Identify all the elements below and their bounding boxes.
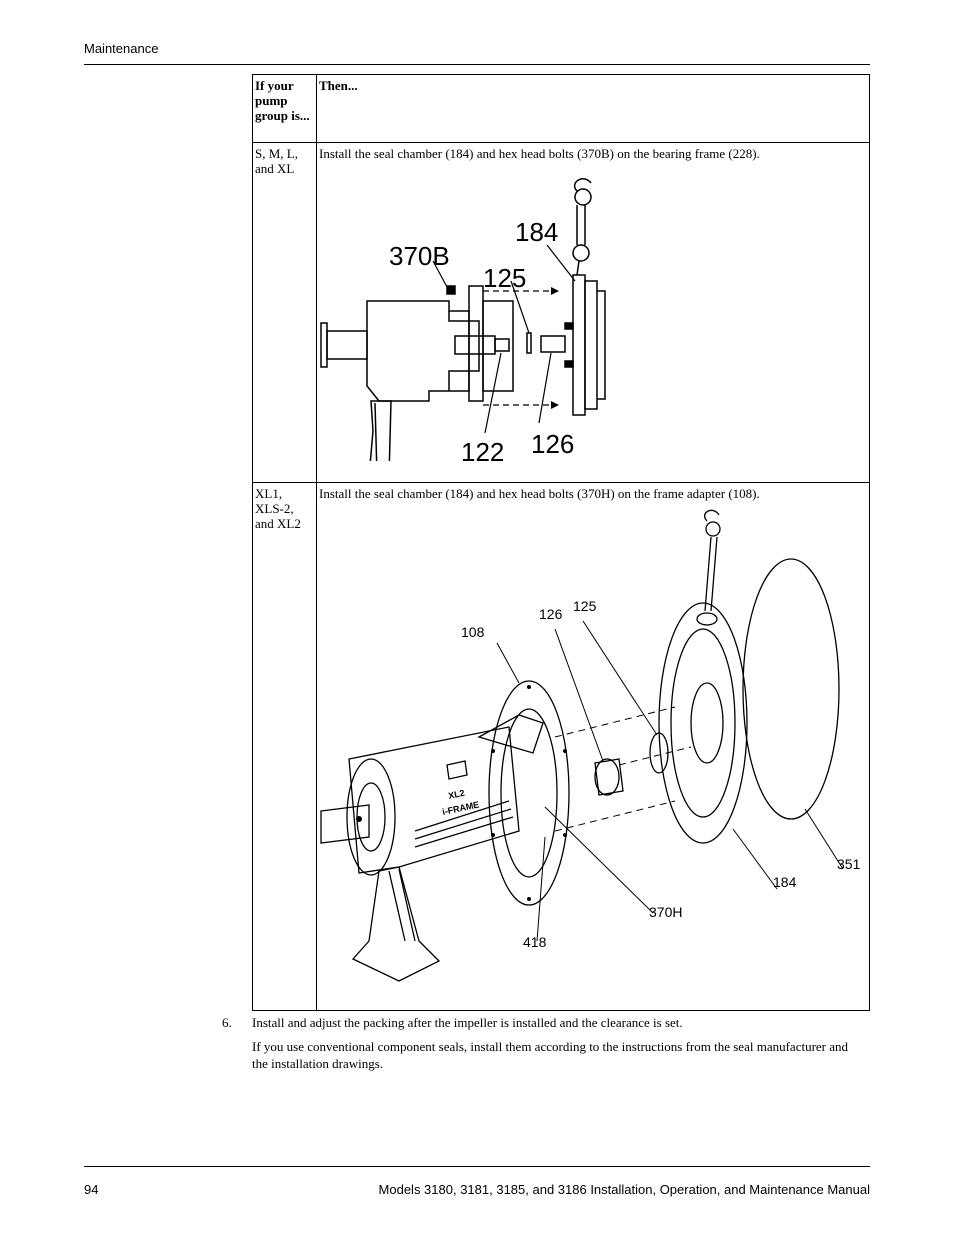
callout-370b: 370B xyxy=(389,241,450,271)
running-header: Maintenance xyxy=(84,41,159,56)
callout-126: 126 xyxy=(531,429,574,459)
header-rule xyxy=(84,64,870,65)
callout-122: 122 xyxy=(461,437,504,461)
nameplate-xl2: XL2 xyxy=(447,788,465,801)
seal-chamber-install-diagram: 370B 184 125 126 122 xyxy=(320,178,606,461)
instruction-text: Install the seal chamber (184) and hex h… xyxy=(319,146,760,161)
table-row: XL1, XLS-2, and XL2 Install the seal cha… xyxy=(252,482,870,1011)
table-header-row: If your pump group is... Then... xyxy=(252,74,870,143)
instruction-cell: Install the seal chamber (184) and hex h… xyxy=(316,142,870,483)
callout-125: 125 xyxy=(573,598,597,614)
callout-184: 184 xyxy=(773,874,797,890)
step-number: 6. xyxy=(222,1015,232,1030)
callout-370h: 370H xyxy=(649,904,682,920)
footer-rule xyxy=(84,1166,870,1167)
callout-126: 126 xyxy=(539,606,563,622)
table-row: S, M, L, and XL Install the seal chamber… xyxy=(252,142,870,483)
procedure-table: If your pump group is... Then... S, M, L… xyxy=(252,74,870,1011)
list-item: 6. Install and adjust the packing after … xyxy=(222,1014,862,1031)
instruction-text: Install the seal chamber (184) and hex h… xyxy=(319,486,760,501)
callout-125: 125 xyxy=(483,263,526,293)
pump-group-cell: S, M, L, and XL xyxy=(252,142,317,483)
col-header-pump-group: If your pump group is... xyxy=(252,74,317,143)
callout-418: 418 xyxy=(523,934,547,950)
instruction-cell: Install the seal chamber (184) and hex h… xyxy=(316,482,870,1011)
step-text: Install and adjust the packing after the… xyxy=(252,1015,683,1030)
nameplate-i-frame: i-FRAME xyxy=(441,799,480,817)
step-list: 6. Install and adjust the packing after … xyxy=(222,1014,862,1072)
callout-351: 351 xyxy=(837,856,861,872)
col-header-then: Then... xyxy=(316,74,870,143)
frame-adapter-exploded-diagram: 108 126 125 351 184 370H 418 XL2 i-FRAME xyxy=(320,509,861,982)
callout-108: 108 xyxy=(461,624,485,640)
step-note: If you use conventional component seals,… xyxy=(252,1039,849,1071)
pump-group-cell: XL1, XLS-2, and XL2 xyxy=(252,482,317,1011)
manual-title: Models 3180, 3181, 3185, and 3186 Instal… xyxy=(378,1182,870,1197)
page-number: 94 xyxy=(84,1182,99,1197)
callout-184: 184 xyxy=(515,217,558,247)
